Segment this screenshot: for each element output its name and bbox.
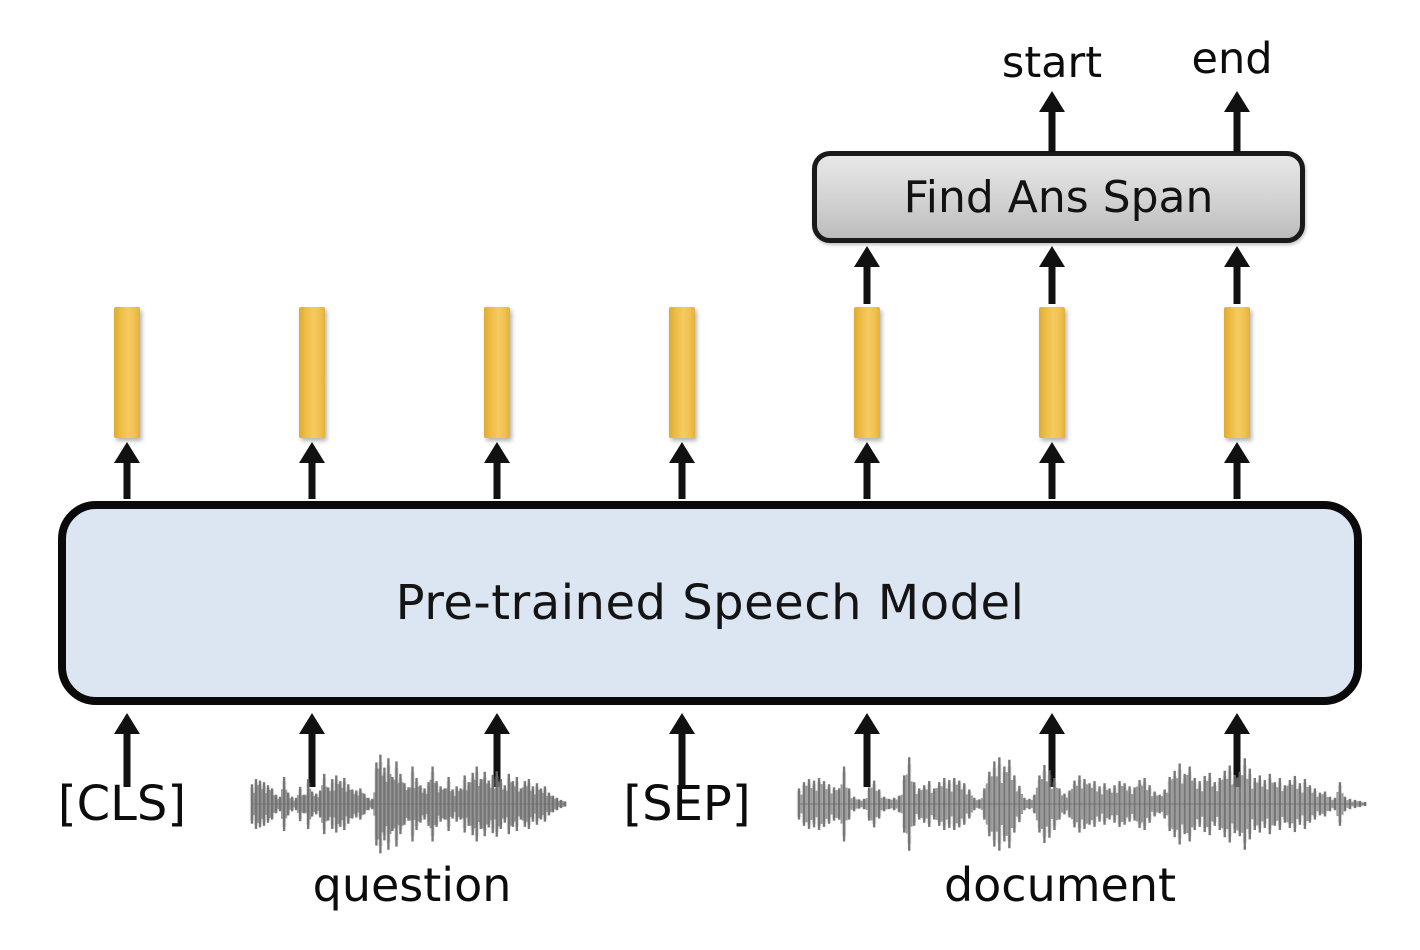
input-arrow-1-head <box>114 713 140 734</box>
embedding-bar-6 <box>1039 307 1065 438</box>
embedding-bar-3 <box>484 307 510 438</box>
embedding-arrow-6-head <box>1039 442 1065 463</box>
embedding-arrow-3-head <box>484 442 510 463</box>
pretrained-speech-model-box: Pre-trained Speech Model <box>58 501 1362 705</box>
input-arrow-3-head <box>484 713 510 734</box>
cls-token-label: [CLS] <box>57 776 187 832</box>
embedding-arrow-5-head <box>854 442 880 463</box>
document-segment-label: document <box>943 858 1177 912</box>
input-arrow-7-head <box>1224 713 1250 734</box>
find-ans-span-box: Find Ans Span <box>812 151 1305 243</box>
embedding-arrow-7-head <box>1224 442 1250 463</box>
output-arrow-1-head <box>1039 91 1065 112</box>
embedding-arrow-1-head <box>114 442 140 463</box>
span-input-arrow-1-head <box>854 246 880 267</box>
embedding-bar-2 <box>299 307 325 438</box>
embedding-bar-5 <box>854 307 880 438</box>
embedding-bar-7 <box>1224 307 1250 438</box>
output-arrow-2-head <box>1224 91 1250 112</box>
input-arrow-6-head <box>1039 713 1065 734</box>
input-arrow-5-head <box>854 713 880 734</box>
input-arrow-4-head <box>669 713 695 734</box>
start-output-label: start <box>1001 38 1103 88</box>
input-arrow-2-head <box>299 713 325 734</box>
end-output-label: end <box>1191 34 1273 84</box>
sep-token-label: [SEP] <box>623 776 751 832</box>
question-segment-label: question <box>312 858 512 912</box>
span-input-arrow-2-head <box>1039 246 1065 267</box>
find-ans-span-label: Find Ans Span <box>903 171 1214 223</box>
span-input-arrow-3-head <box>1224 246 1250 267</box>
embedding-bar-4 <box>669 307 695 438</box>
pretrained-speech-model-label: Pre-trained Speech Model <box>395 575 1025 631</box>
embedding-bar-1 <box>114 307 140 438</box>
embedding-arrow-4-head <box>669 442 695 463</box>
embedding-arrow-2-head <box>299 442 325 463</box>
